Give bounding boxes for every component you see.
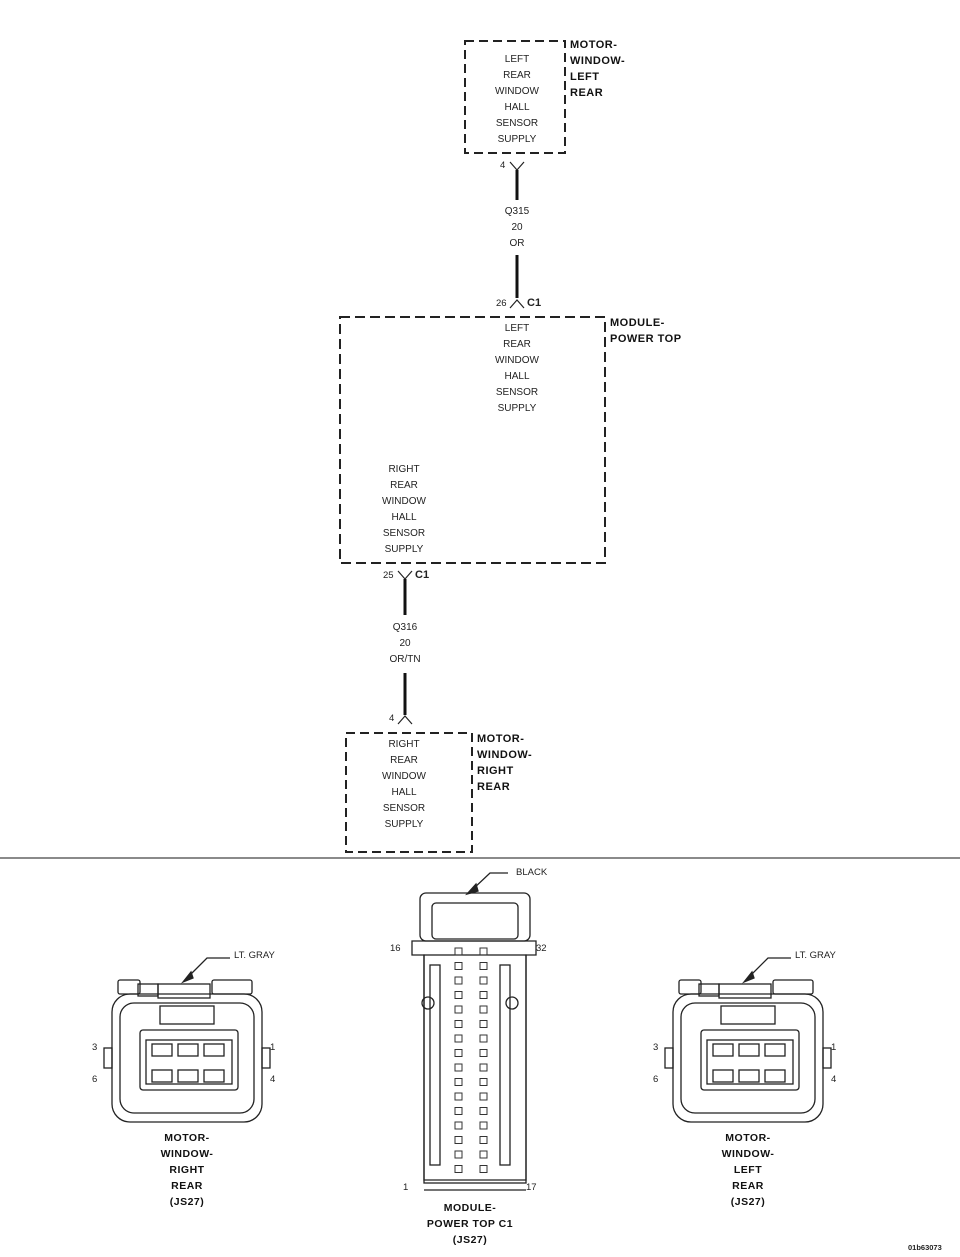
pin-cavity	[454, 1165, 463, 1173]
pin-cavity	[479, 991, 488, 999]
pin-cavity	[454, 991, 463, 999]
connector-module-pin-17: 17	[526, 1182, 537, 1193]
wire-q316-label: Q316 20 OR/TN	[389, 622, 421, 665]
motor-right-rear-box	[345, 732, 473, 853]
connector-module-pin-32: 32	[536, 943, 547, 954]
pin-cavity	[454, 1150, 463, 1159]
connector-module-caption: MODULE- POWER TOP C1 (JS27)	[426, 1202, 514, 1246]
pin-cavity	[479, 1063, 488, 1072]
module-left-rear-text: LEFT REAR WINDOW HALL SENSOR SUPPLY	[495, 323, 539, 414]
module-top-pin-number: 26	[496, 298, 507, 309]
motor-right-rear-pin-text: RIGHT REAR WINDOW HALL SENSOR SUPPLY	[382, 739, 426, 830]
pin-cavity	[479, 1020, 488, 1028]
connector-lr-pin-6: 6	[653, 1074, 659, 1085]
connector-lr-color: LT. GRAY	[795, 950, 836, 961]
module-bottom-pin-number: 25	[383, 570, 394, 581]
connector-lr-pin-3: 3	[653, 1042, 659, 1053]
connector-rr-pin-4: 4	[270, 1074, 276, 1085]
pin-cavity	[454, 1136, 463, 1144]
pin-cavity	[454, 1121, 463, 1130]
connector-symbol-module-bottom	[397, 570, 413, 580]
connector-rr-color: LT. GRAY	[234, 950, 275, 961]
pin-cavity	[454, 976, 463, 985]
pin-cavity	[479, 962, 488, 970]
pin-cavity	[479, 947, 488, 956]
connector-rr-pin-3: 3	[92, 1042, 98, 1053]
connector-symbol-bottom	[397, 715, 413, 725]
pin-cavity	[479, 1121, 488, 1130]
pin-cavity	[454, 1107, 463, 1115]
pin-cavity	[454, 1078, 463, 1086]
connector-rr-pin-1: 1	[270, 1042, 276, 1053]
motor-left-rear-pin-text: LEFT REAR WINDOW HALL SENSOR SUPPLY	[495, 54, 539, 145]
motor-right-rear-pin-number: 4	[389, 713, 395, 724]
pin-cavity	[479, 1107, 488, 1115]
connector-view-right-rear	[103, 957, 271, 1123]
connector-view-left-rear	[664, 957, 832, 1123]
pin-cavity	[454, 1005, 463, 1014]
connector-symbol-top	[509, 161, 525, 171]
connector-module-color: BLACK	[516, 867, 548, 878]
pin-cavity	[479, 1005, 488, 1014]
connector-lr-caption: MOTOR- WINDOW- LEFT REAR (JS27)	[721, 1132, 775, 1208]
module-c1-pin-column-right	[479, 947, 488, 1173]
motor-left-rear-box	[464, 40, 566, 154]
connector-lr-pin-4: 4	[831, 1074, 837, 1085]
pin-cavity	[479, 976, 488, 985]
motor-right-rear-label: MOTOR- WINDOW- RIGHT REAR	[477, 733, 533, 793]
module-c1-pin-column-left	[454, 947, 463, 1173]
connector-lr-pin-1: 1	[831, 1042, 837, 1053]
pin-cavity	[479, 1078, 488, 1086]
wire-q315-label: Q315 20 OR	[504, 206, 530, 249]
motor-left-rear-pin-number: 4	[500, 160, 506, 171]
connector-module-pin-1: 1	[403, 1182, 409, 1193]
pin-cavity	[454, 947, 463, 956]
pin-cavity	[479, 1049, 488, 1057]
connector-symbol-module-top	[509, 299, 525, 309]
pin-cavity	[479, 1092, 488, 1101]
pin-cavity	[479, 1136, 488, 1144]
module-bottom-connector-id: C1	[415, 569, 430, 581]
motor-left-rear-label: MOTOR- WINDOW- LEFT REAR	[570, 39, 626, 99]
connector-rr-pin-6: 6	[92, 1074, 98, 1085]
figure-id: 01b63073	[908, 1243, 942, 1252]
module-top-connector-id: C1	[527, 297, 542, 309]
pin-cavity	[454, 962, 463, 970]
pin-cavity	[454, 1049, 463, 1057]
connector-view-module-c1	[411, 872, 537, 1191]
pin-cavity	[454, 1063, 463, 1072]
module-right-rear-text: RIGHT REAR WINDOW HALL SENSOR SUPPLY	[382, 464, 426, 555]
pin-cavity	[479, 1150, 488, 1159]
pin-cavity	[454, 1020, 463, 1028]
pin-cavity	[479, 1034, 488, 1043]
pin-cavity	[479, 1165, 488, 1173]
module-power-top-label: MODULE- POWER TOP	[610, 317, 682, 345]
connector-rr-caption: MOTOR- WINDOW- RIGHT REAR (JS27)	[160, 1132, 214, 1208]
pin-cavity	[454, 1034, 463, 1043]
pin-cavity	[454, 1092, 463, 1101]
connector-module-pin-16: 16	[390, 943, 401, 954]
